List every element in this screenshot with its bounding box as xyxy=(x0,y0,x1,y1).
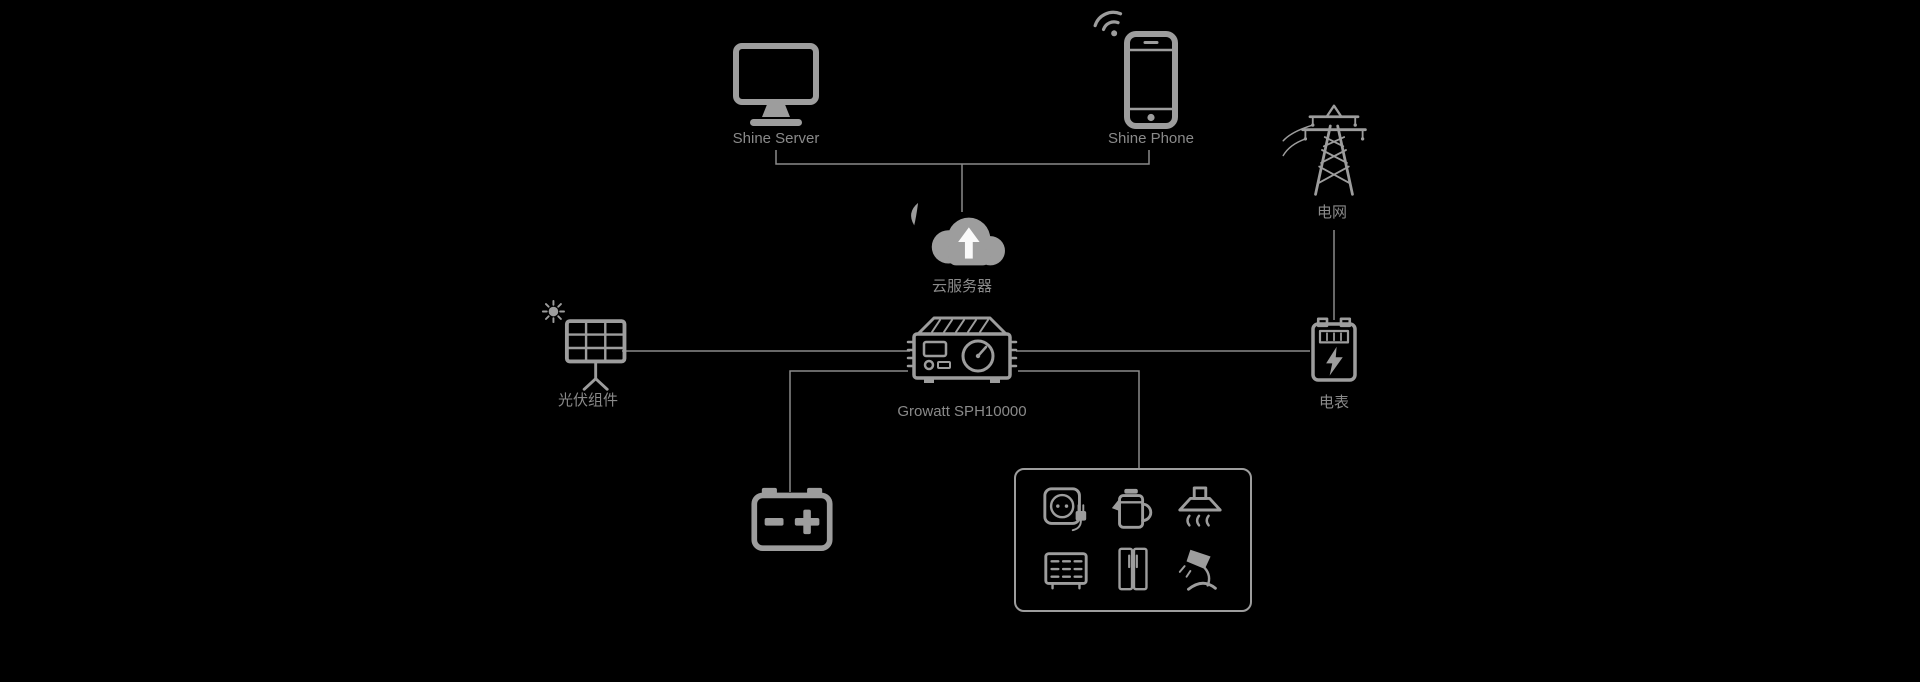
node-shine-server xyxy=(726,40,826,137)
node-shine-phone xyxy=(1120,30,1182,135)
electric-meter-icon xyxy=(1311,317,1357,382)
edge-inverter-loads xyxy=(1018,370,1140,470)
upload-arrow xyxy=(958,227,980,242)
node-inverter xyxy=(900,312,1024,397)
power-socket-icon xyxy=(1043,487,1086,532)
shine-server-label: Shine Server xyxy=(732,130,820,147)
node-energy-meter xyxy=(1306,314,1362,395)
monitor-icon xyxy=(733,43,819,126)
smartphone-icon xyxy=(1124,31,1178,129)
inverter-label: Growatt SPH10000 xyxy=(897,403,1027,420)
kettle-icon xyxy=(1111,488,1153,529)
edge-inverter-battery xyxy=(789,370,908,492)
refrigerator-icon xyxy=(1118,547,1148,591)
heater-icon xyxy=(1044,552,1088,590)
node-power-grid xyxy=(1282,102,1386,203)
node-cloud-server xyxy=(904,200,1022,287)
node-battery xyxy=(750,486,834,557)
range-hood-icon xyxy=(1178,486,1222,527)
inverter-icon xyxy=(906,316,1018,383)
leaf-icon xyxy=(911,202,919,226)
transmission-tower-icon xyxy=(1282,104,1367,196)
edge-server-phone-bus xyxy=(775,150,1150,165)
power-grid-label: 电网 xyxy=(1316,204,1348,221)
node-pv-module xyxy=(540,300,636,401)
household-loads-box xyxy=(1014,468,1252,612)
solar-panel-icon xyxy=(541,300,627,391)
cloud-server-label: 云服务器 xyxy=(931,278,993,295)
wifi-icon xyxy=(1093,10,1123,37)
node-phone-wifi xyxy=(1083,0,1138,54)
battery-icon xyxy=(751,487,833,552)
cloud-upload-icon xyxy=(911,202,1005,266)
shine-phone-label: Shine Phone xyxy=(1108,130,1194,147)
energy-meter-label: 电表 xyxy=(1318,394,1350,411)
desk-lamp-icon xyxy=(1179,549,1218,591)
pv-module-label: 光伏组件 xyxy=(557,392,619,409)
